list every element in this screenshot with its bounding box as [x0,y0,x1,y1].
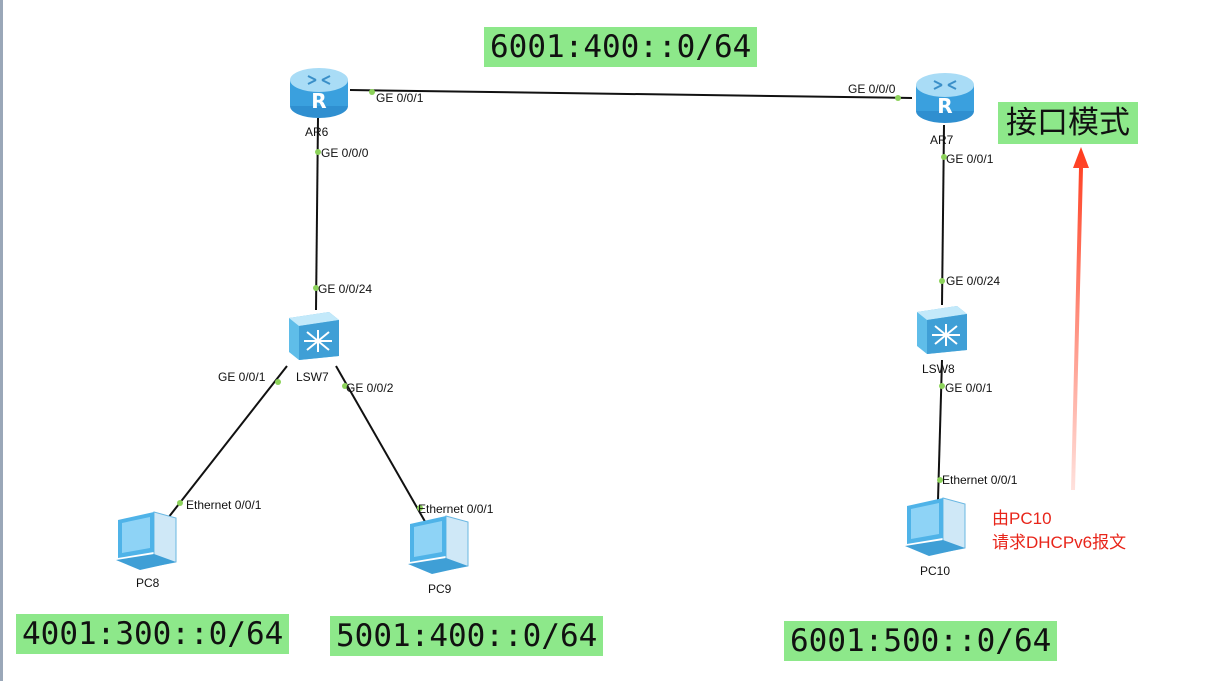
network-label-ar-link: 6001:400::0/64 [484,27,758,67]
link-ar6-ar7[interactable] [349,89,913,99]
network-label-pc10: 6001:500::0/64 [784,621,1058,661]
pc-pc9-icon[interactable] [406,512,476,576]
network-label-pc9: 5001:400::0/64 [330,616,604,656]
switch-lsw7-icon[interactable] [285,308,343,360]
port-label-pc8-eth: Ethernet 0/0/1 [186,498,262,512]
port-label-lsw7-g002: GE 0/0/2 [346,381,394,395]
port-label-pc9-eth: Ethernet 0/0/1 [418,502,494,516]
link-lsw7-pc9[interactable] [335,365,428,526]
port-label-lsw8-g001: GE 0/0/1 [945,381,993,395]
device-label-pc9: PC9 [428,582,452,596]
port-label-ar7-g001: GE 0/0/1 [946,152,994,166]
port-label-ar7-g000: GE 0/0/0 [848,82,896,96]
device-label-pc10: PC10 [920,564,951,578]
device-label-lsw7: LSW7 [296,370,329,384]
pc-pc10-icon[interactable] [903,494,973,558]
router-ar7-icon[interactable]: R [914,67,976,125]
port-label-lsw7-g001: GE 0/0/1 [218,370,266,384]
annotation-arrow-icon [1071,147,1089,490]
port-label-ar6-g000: GE 0/0/0 [321,146,369,160]
svg-text:R: R [311,89,326,113]
annotation-note-line1: 由PC10 [992,509,1052,528]
mode-label: 接口模式 [998,102,1138,144]
device-label-ar6: AR6 [305,125,329,139]
annotation-note-line2: 请求DHCPv6报文 [992,533,1127,552]
port-label-ar6-g001: GE 0/0/1 [376,91,424,105]
link-ar7-lsw8[interactable] [941,124,945,306]
link-lsw7-pc8[interactable] [167,365,288,519]
router-ar6-icon[interactable]: R [288,62,350,120]
port-label-lsw8-g024: GE 0/0/24 [946,274,1001,288]
device-label-ar7: AR7 [930,133,954,147]
annotation-note: 由PC10 请求DHCPv6报文 [992,507,1126,555]
device-label-lsw8: LSW8 [922,362,955,376]
port-label-pc10-eth: Ethernet 0/0/1 [942,473,1018,487]
switch-lsw8-icon[interactable] [913,302,971,354]
window-edge [0,0,3,681]
port-dots [177,89,947,511]
network-label-pc8: 4001:300::0/64 [16,614,290,654]
pc-pc8-icon[interactable] [114,508,184,572]
port-label-lsw7-g024: GE 0/0/24 [318,282,373,296]
svg-text:R: R [937,94,952,118]
device-label-pc8: PC8 [136,576,160,590]
